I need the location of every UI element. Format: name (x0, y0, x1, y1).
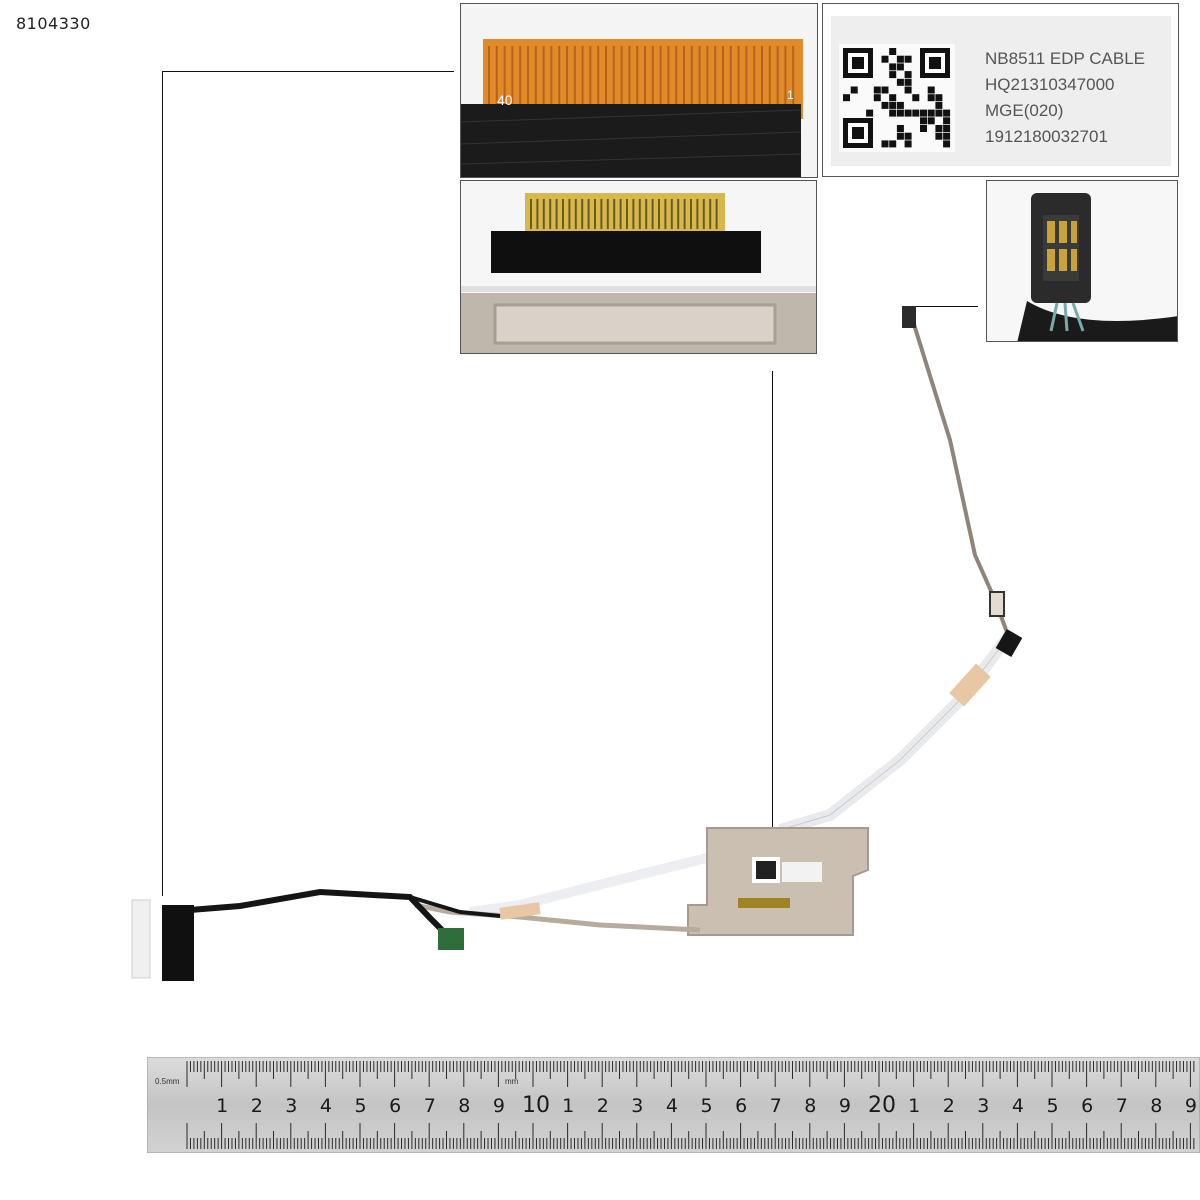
ruler-number: 3 (631, 1095, 644, 1117)
leader-line-left-vertical (162, 71, 163, 896)
leader-line-right-horizontal (912, 306, 978, 307)
ruler-number: 5 (354, 1095, 367, 1117)
product-label-closeup: NB8511 EDP CABLE HQ21310347000 MGE(020) … (822, 3, 1179, 177)
ruler-number: 2 (250, 1095, 263, 1117)
ruler-number: 1 (908, 1095, 921, 1117)
product-code: 8104330 (16, 14, 91, 33)
product-label-photo (823, 4, 1178, 176)
leader-line-center-vertical (772, 371, 773, 841)
ruler-unit-half-mm: 0.5mm (155, 1077, 180, 1086)
ruler-number: 2 (596, 1095, 609, 1117)
qr-code-icon (839, 44, 955, 152)
label-line-serial: 1912180032701 (985, 127, 1108, 146)
ruler-unit-mm: mm (505, 1077, 519, 1086)
label-line-part-number: HQ21310347000 (985, 75, 1115, 94)
ruler-number: 6 (735, 1095, 748, 1117)
ruler-number: 9 (838, 1095, 851, 1117)
black-cable (177, 888, 449, 937)
pin-label-1: 1 (787, 88, 794, 102)
label-line-revision: MGE(020) (985, 101, 1064, 120)
ruler-number: 20 (868, 1093, 896, 1118)
label-line-model: NB8511 EDP CABLE (985, 49, 1146, 68)
white-ribbon (778, 628, 1017, 836)
ruler-number: 5 (1046, 1095, 1059, 1117)
ruler-number: 8 (1150, 1095, 1163, 1117)
cable-braid (1017, 301, 1177, 341)
small-connector-photo (987, 181, 1177, 341)
ruler-number: 8 (804, 1095, 817, 1117)
ruler-number: 10 (522, 1093, 550, 1118)
cable-assembly (131, 306, 1023, 981)
ruler-body (147, 1057, 1200, 1153)
ruler-number: 7 (769, 1095, 782, 1117)
ruler-number: 4 (1011, 1095, 1024, 1117)
leader-line-top-horizontal (162, 71, 454, 72)
ruler-number: 3 (285, 1095, 298, 1117)
ruler-number: 3 (977, 1095, 990, 1117)
ruler-number: 8 (458, 1095, 471, 1117)
flex-connector-closeup: 40 1 (460, 3, 818, 178)
flex-connector-photo (461, 4, 817, 177)
ruler-number: 4 (319, 1095, 332, 1117)
ruler-number: 6 (389, 1095, 402, 1117)
ruler-number: 1 (216, 1095, 229, 1117)
label-text-block: NB8511 EDP CABLE HQ21310347000 MGE(020) … (985, 46, 1145, 150)
small-connector (902, 306, 916, 328)
pin-label-40: 40 (497, 92, 513, 108)
ruler-number: 9 (1184, 1095, 1197, 1117)
socket-connector-closeup (460, 180, 817, 354)
ruler-number: 1 (562, 1095, 575, 1117)
ruler-number: 5 (700, 1095, 713, 1117)
ruler-number: 7 (1115, 1095, 1128, 1117)
socket-tape (491, 231, 761, 273)
small-connector-closeup (986, 180, 1178, 342)
thin-wire (910, 317, 1010, 636)
ruler-number: 2 (942, 1095, 955, 1117)
ruler-number: 6 (1081, 1095, 1094, 1117)
ruler-number: 4 (665, 1095, 678, 1117)
ruler-number: 9 (492, 1095, 505, 1117)
ruler-number: 7 (423, 1095, 436, 1117)
green-board (438, 928, 464, 950)
socket-connector-photo (461, 181, 816, 353)
main-connector (162, 905, 194, 981)
